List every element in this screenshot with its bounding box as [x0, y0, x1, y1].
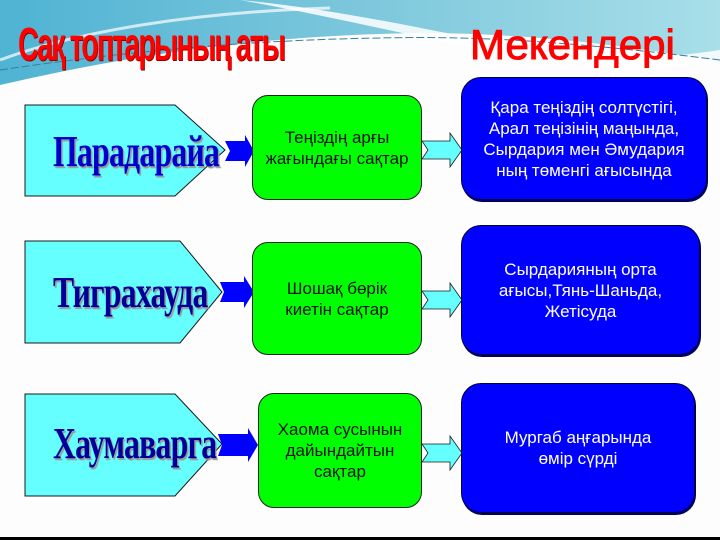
- habitat-text: Мургаб аңғарында өмір сүрді: [504, 428, 652, 468]
- description-box: Теңіздің арғы жағындағы сақтар: [252, 95, 422, 200]
- habitat-text: Қара теңіздің солтүстігі, Арал теңізінің…: [483, 97, 685, 180]
- group-name-haumavarga: Хаумаварга: [53, 419, 217, 468]
- habitat-box: Сырдарияның орта ағысы,Тянь-Шаньда, Жеті…: [461, 225, 700, 355]
- description-text: Хаома сусынын дайындайтын сақтар: [277, 420, 403, 481]
- arrow-right-icon: [421, 281, 463, 319]
- pentagon-shape: [24, 393, 223, 497]
- group-name-paradaraya: Парадарайа: [53, 127, 220, 176]
- description-text: Теңіздің арғы жағындағы сақтар: [265, 127, 409, 168]
- arrow-right-icon: [421, 131, 463, 169]
- description-box: Шошақ бөрік киетін сақтар: [252, 242, 422, 355]
- habitats-heading: Мекендері: [470, 21, 676, 69]
- arrow-right-icon: [421, 434, 463, 472]
- arrow-right-icon: [218, 428, 258, 462]
- habitat-box: Мургаб аңғарында өмір сүрді: [461, 383, 695, 513]
- habitat-box: Қара теңіздің солтүстігі, Арал теңізінің…: [461, 77, 707, 200]
- description-text: Шошақ бөрік киетін сақтар: [285, 278, 389, 319]
- description-box: Хаома сусынын дайындайтын сақтар: [258, 393, 422, 508]
- habitat-text: Сырдарияның орта ағысы,Тянь-Шаньда, Жеті…: [498, 259, 663, 321]
- pentagon-shape: [24, 240, 223, 344]
- bottom-border: [0, 537, 720, 540]
- arrow-right-icon: [225, 135, 254, 167]
- group-names-heading: Сақ топтарының аты: [18, 18, 286, 70]
- pentagon-shape: [24, 104, 226, 197]
- arrow-right-icon: [220, 276, 254, 308]
- group-name-tigrakhauda: Тиграхауда: [53, 268, 208, 317]
